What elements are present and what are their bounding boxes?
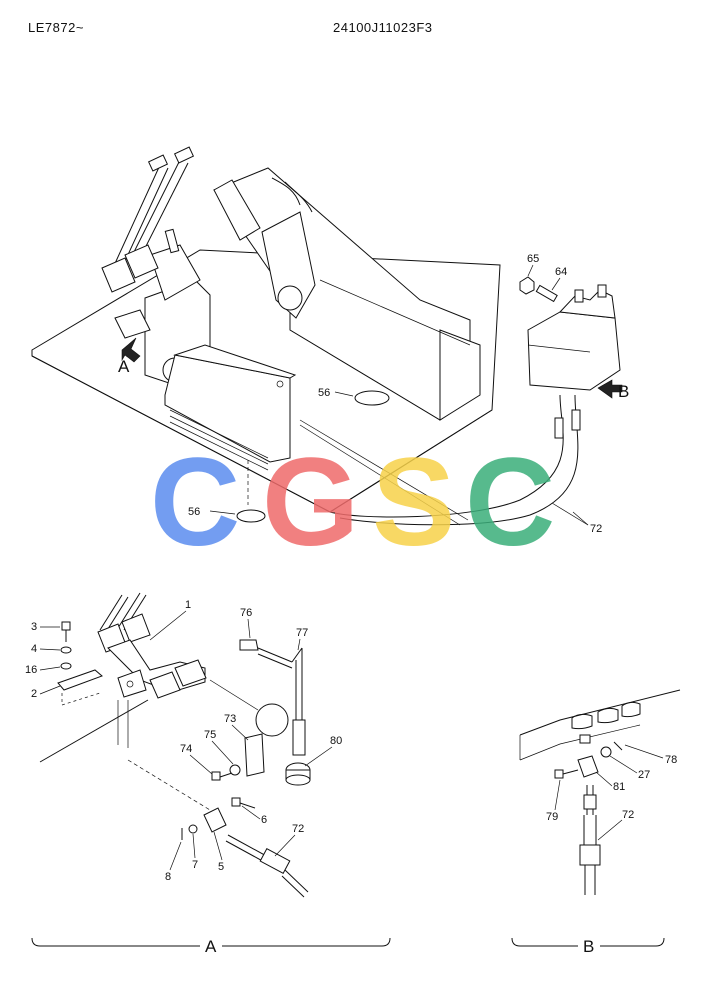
callout-79: 79 — [546, 811, 558, 823]
callout-64: 64 — [555, 266, 567, 278]
main-assembly — [31, 146, 623, 526]
callout-7: 7 — [192, 859, 198, 871]
callout-74: 74 — [180, 743, 192, 755]
callout-16: 16 — [25, 664, 37, 676]
callout-65: 65 — [527, 253, 539, 265]
view-b-marker: B — [618, 382, 629, 401]
watermark: C G S C — [150, 433, 555, 572]
callout-80: 80 — [330, 735, 342, 747]
watermark-letter-s: S — [372, 433, 455, 572]
callout-6: 6 — [261, 814, 267, 826]
callout-3: 3 — [31, 621, 37, 633]
watermark-letter-c1: C — [150, 433, 240, 572]
callout-1: 1 — [185, 599, 191, 611]
callout-56-upper: 56 — [318, 387, 330, 399]
detail-view-b — [519, 689, 681, 895]
callout-81: 81 — [613, 781, 625, 793]
part-code: 24100J11023F3 — [333, 20, 433, 35]
detail-view-a — [39, 592, 311, 898]
callout-5: 5 — [218, 861, 224, 873]
callout-56-lower: 56 — [188, 506, 200, 518]
callout-4: 4 — [31, 643, 37, 655]
callout-77: 77 — [296, 627, 308, 639]
callout-76: 76 — [240, 607, 252, 619]
callout-72-main: 72 — [590, 523, 602, 535]
callout-27: 27 — [638, 769, 650, 781]
view-a-marker: A — [118, 357, 130, 376]
callout-75: 75 — [204, 729, 216, 741]
callout-72-view-a: 72 — [292, 823, 304, 835]
view-a-label: A — [205, 937, 217, 956]
callout-2: 2 — [31, 688, 37, 700]
view-b-label: B — [583, 937, 594, 956]
callout-8: 8 — [165, 871, 171, 883]
callout-78: 78 — [665, 754, 677, 766]
watermark-letter-c2: C — [465, 433, 555, 572]
callout-73: 73 — [224, 713, 236, 725]
model-range: LE7872~ — [28, 20, 84, 35]
watermark-letter-g: G — [262, 433, 359, 572]
callout-72-view-b: 72 — [622, 809, 634, 821]
